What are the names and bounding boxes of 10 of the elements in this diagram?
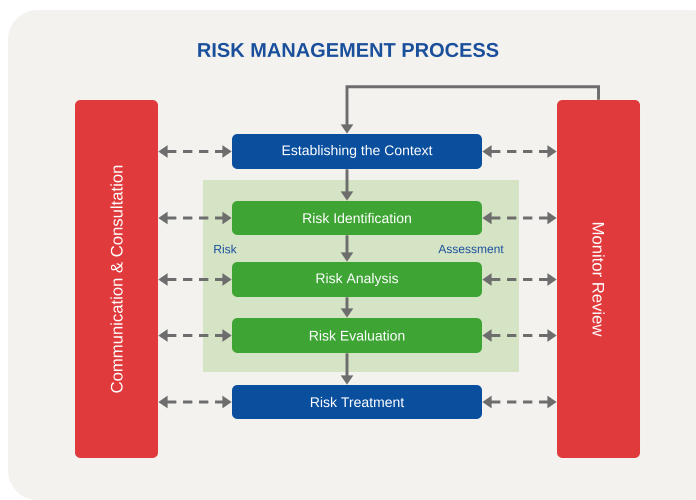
process-box: Establishing the Context bbox=[232, 134, 482, 169]
process-box: Risk Identification bbox=[232, 201, 482, 235]
process-box: Risk Treatment bbox=[232, 385, 482, 419]
process-box: Risk Evaluation bbox=[232, 318, 482, 353]
band-label: Assessment bbox=[438, 244, 504, 254]
side-bar: Communication & Consultation bbox=[75, 100, 158, 458]
title: RISK MANAGEMENT PROCESS bbox=[198, 42, 498, 58]
band-label: Risk bbox=[214, 244, 237, 254]
side-bar: Monitor Review bbox=[557, 100, 640, 458]
process-box: Risk Analysis bbox=[232, 262, 482, 297]
